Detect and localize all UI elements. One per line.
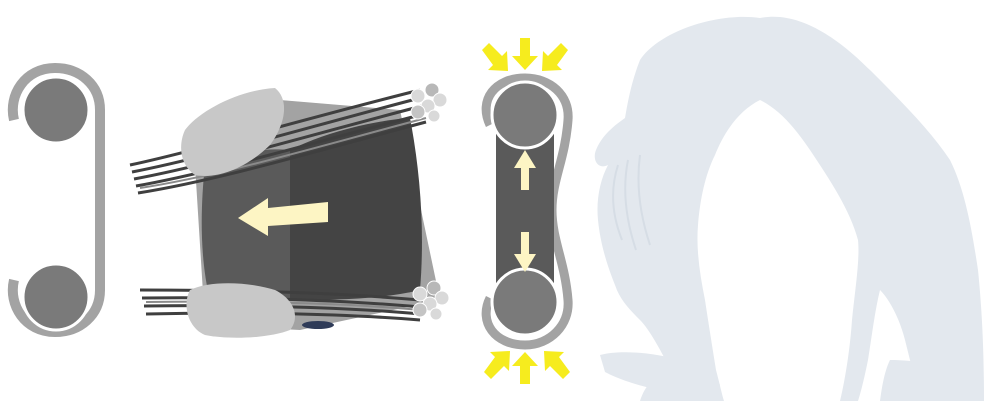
sheath-top bbox=[181, 88, 285, 176]
foot-right bbox=[880, 360, 984, 401]
down-arrow-icon bbox=[514, 232, 536, 272]
up-arrow-icon bbox=[514, 150, 536, 190]
sheath-bottom bbox=[186, 283, 295, 338]
arrow-diag-up-right-icon bbox=[544, 351, 570, 379]
arrow-diag-right-icon bbox=[542, 43, 568, 71]
bone-bottom bbox=[21, 262, 91, 332]
compression-arrows-bottom bbox=[484, 351, 570, 384]
arrow-up-icon bbox=[512, 352, 538, 384]
hair-strands bbox=[612, 154, 651, 251]
backbend-silhouette bbox=[594, 16, 984, 401]
arrow-down-icon bbox=[512, 38, 538, 70]
muscle-body-right bbox=[290, 118, 422, 300]
arrow-diag-up-left-icon bbox=[484, 351, 510, 379]
compression-arrows-top bbox=[482, 38, 568, 71]
relaxed-band bbox=[7, 62, 105, 338]
bone-top-compressed bbox=[490, 80, 560, 150]
muscle-dark-mark bbox=[302, 321, 334, 329]
person-silhouette-icon bbox=[594, 16, 984, 401]
compressed-band bbox=[481, 38, 573, 384]
bone-top bbox=[21, 75, 91, 145]
band-core bbox=[496, 110, 554, 310]
hand-left bbox=[600, 352, 720, 394]
left-arrow-icon bbox=[238, 198, 328, 236]
muscle-fiber-bundle bbox=[129, 82, 450, 338]
tendon-cluster-top bbox=[410, 82, 448, 123]
muscle-body-left bbox=[201, 149, 290, 300]
bone-bottom-compressed bbox=[490, 267, 560, 337]
arrow-diag-left-icon bbox=[482, 43, 508, 71]
tendon-cluster-bottom bbox=[412, 280, 450, 321]
bone-band-icon bbox=[7, 62, 105, 338]
